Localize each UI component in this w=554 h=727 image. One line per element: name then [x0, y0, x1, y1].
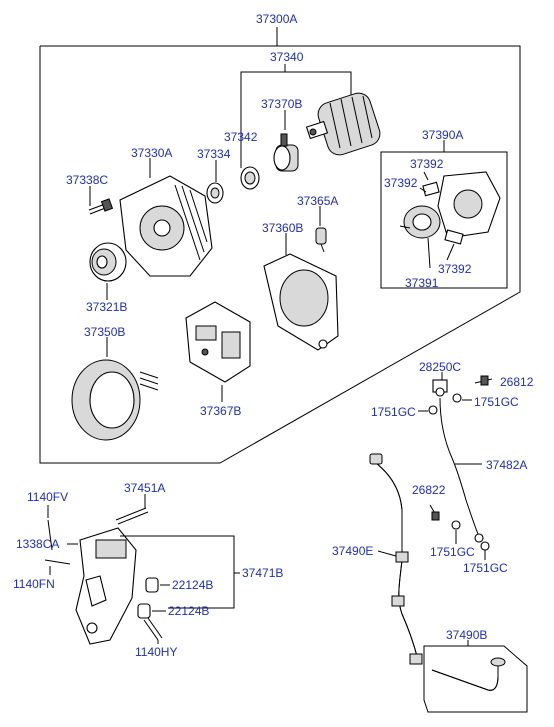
label-37392-c[interactable]: 37392 — [438, 262, 472, 276]
label-37490b[interactable]: 37490B — [446, 628, 488, 642]
label-37330a[interactable]: 37330A — [131, 146, 173, 160]
leader-37392-c — [446, 243, 455, 261]
leader-37392-b — [419, 187, 427, 193]
bearing-37342 — [240, 166, 260, 190]
label-26822[interactable]: 26822 — [412, 483, 446, 497]
bushing-22124b-a — [145, 577, 159, 593]
label-37471b[interactable]: 37471B — [242, 566, 284, 580]
oil-line-parts — [428, 375, 493, 551]
front-housing — [119, 175, 213, 277]
label-1751gc-c[interactable]: 1751GC — [430, 545, 475, 559]
oil-pipe-37490e — [369, 453, 423, 665]
bracket-assembly — [44, 507, 163, 645]
rectifier — [185, 301, 251, 383]
bearing-37334 — [206, 182, 224, 204]
label-37367b[interactable]: 37367B — [200, 404, 242, 418]
leader-37490e — [377, 550, 397, 557]
box-37490b — [423, 645, 528, 713]
bearing-37370b — [273, 133, 299, 172]
bolt-37338c — [88, 198, 114, 215]
label-22124b-a[interactable]: 22124B — [172, 578, 214, 592]
leader-37392-a — [423, 171, 429, 181]
label-37338c[interactable]: 37338C — [66, 173, 109, 187]
label-26812[interactable]: 26812 — [500, 375, 534, 389]
pulley — [89, 242, 127, 282]
leader-37391 — [427, 237, 431, 269]
pipe-37490b — [431, 657, 506, 691]
label-1140fv[interactable]: 1140FV — [27, 490, 69, 504]
bracket-37340 — [240, 71, 352, 148]
label-1751gc-b[interactable]: 1751GC — [474, 395, 519, 409]
assembly-frame — [39, 45, 521, 464]
label-37300a[interactable]: 37300A — [256, 12, 298, 26]
bracket-37471b — [120, 535, 235, 609]
label-37451a[interactable]: 37451A — [124, 481, 166, 495]
label-37390a[interactable]: 37390A — [422, 128, 464, 142]
bushing-22124b-b — [137, 603, 151, 619]
label-37340[interactable]: 37340 — [270, 50, 304, 64]
label-37490e[interactable]: 37490E — [332, 544, 374, 558]
terminal-37365a — [315, 227, 327, 253]
label-37342[interactable]: 37342 — [224, 130, 258, 144]
brush-holder-parts — [399, 171, 501, 245]
label-37482a[interactable]: 37482A — [486, 458, 528, 472]
label-37370b[interactable]: 37370B — [261, 97, 303, 111]
label-1751gc-d[interactable]: 1751GC — [463, 561, 508, 575]
label-37391[interactable]: 37391 — [405, 276, 439, 290]
rotor-part — [305, 92, 381, 156]
label-37392-a[interactable]: 37392 — [410, 157, 444, 171]
label-1751gc-a[interactable]: 1751GC — [371, 405, 416, 419]
label-37350b[interactable]: 37350B — [84, 325, 126, 339]
label-37360b[interactable]: 37360B — [262, 221, 304, 235]
label-37392-b[interactable]: 37392 — [384, 176, 418, 190]
rear-cover — [263, 253, 339, 351]
label-22124b-b[interactable]: 22124B — [168, 604, 210, 618]
label-1140hy[interactable]: 1140HY — [135, 645, 178, 659]
stator — [71, 359, 159, 441]
label-1140fn[interactable]: 1140FN — [13, 577, 55, 591]
label-37365a[interactable]: 37365A — [297, 194, 339, 208]
label-1338ca[interactable]: 1338CA — [16, 537, 60, 551]
label-28250c[interactable]: 28250C — [419, 360, 462, 374]
label-37321b[interactable]: 37321B — [86, 300, 128, 314]
label-37334[interactable]: 37334 — [197, 147, 231, 161]
